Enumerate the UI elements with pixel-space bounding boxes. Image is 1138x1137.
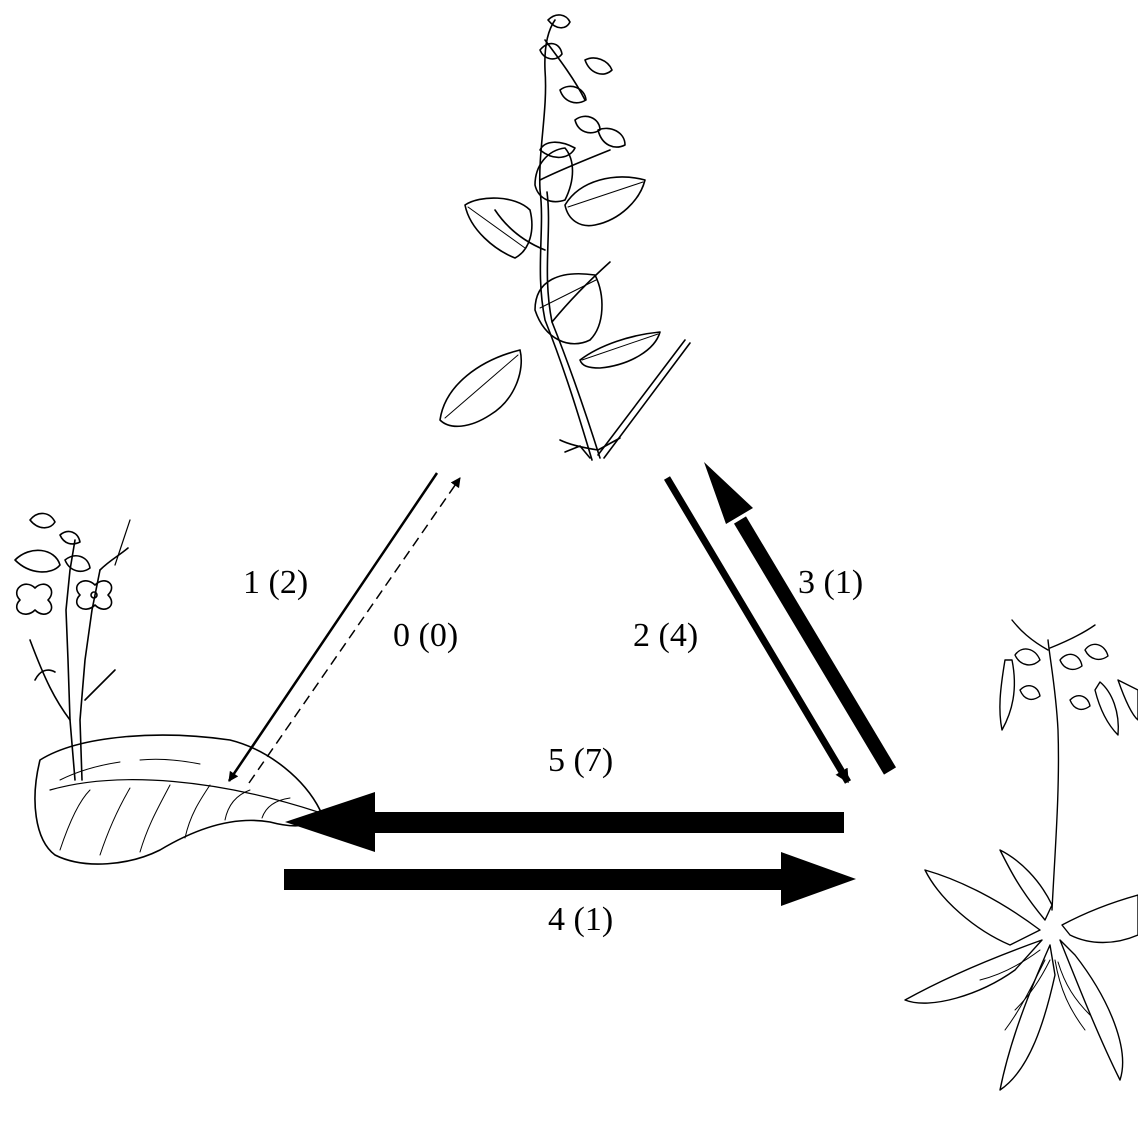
- edge-label-left-to-top: 0 (0): [393, 617, 458, 654]
- arrowhead-right-to-top: [704, 462, 753, 524]
- edge-label-right-to-left: 5 (7): [548, 742, 613, 779]
- edge-label-left-to-right: 4 (1): [548, 901, 613, 938]
- edge-label-top-to-right: 2 (4): [633, 617, 698, 654]
- arrowhead-right-to-left: [285, 792, 375, 852]
- edge-label-right-to-top: 3 (1): [798, 564, 863, 601]
- arrowhead-left-to-right: [781, 852, 856, 906]
- edge-label-top-to-left: 1 (2): [243, 564, 308, 601]
- plant-top-illustration: [440, 15, 690, 460]
- plant-right-illustration: [905, 620, 1138, 1090]
- arrow-left-to-right: [284, 869, 784, 890]
- arrow-right-to-left: [360, 812, 844, 833]
